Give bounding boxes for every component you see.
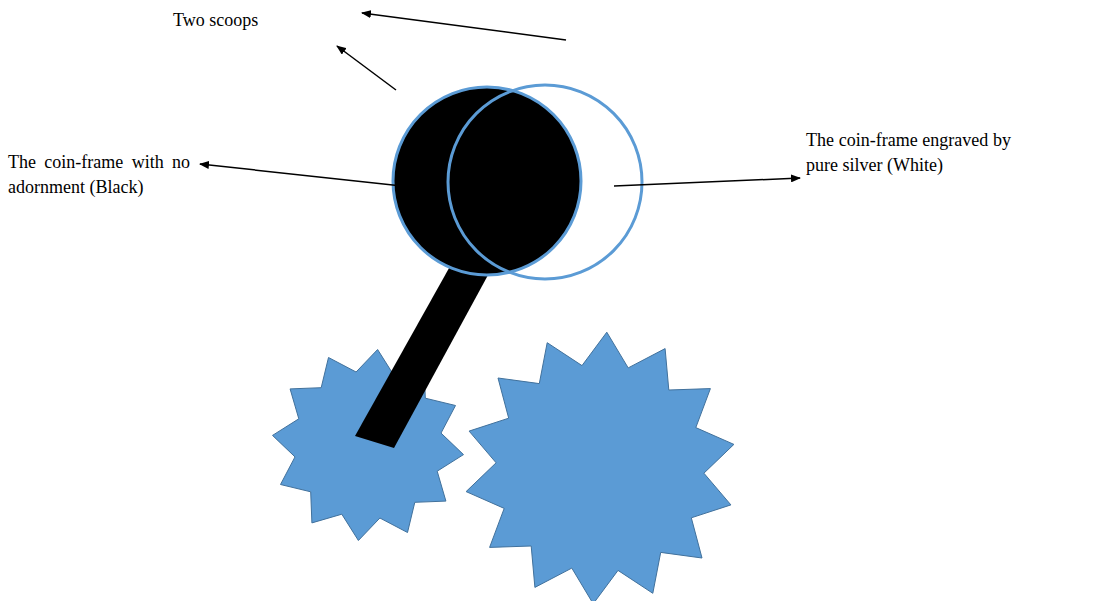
callout-label: The coin-frame engraved by pure silver (… bbox=[806, 128, 1011, 178]
leader-line bbox=[614, 178, 800, 186]
stars bbox=[273, 332, 734, 601]
star-shape bbox=[466, 332, 734, 601]
leader-line bbox=[362, 13, 566, 40]
white-coin-frame bbox=[448, 85, 642, 279]
leader-line bbox=[337, 46, 396, 90]
star-shape bbox=[273, 350, 464, 541]
leader-line bbox=[200, 164, 402, 186]
black-coin-frame bbox=[393, 87, 581, 275]
callout-label: Two scoops bbox=[173, 8, 323, 33]
callout-label: The coin-frame with no adornment (Black) bbox=[8, 150, 190, 200]
